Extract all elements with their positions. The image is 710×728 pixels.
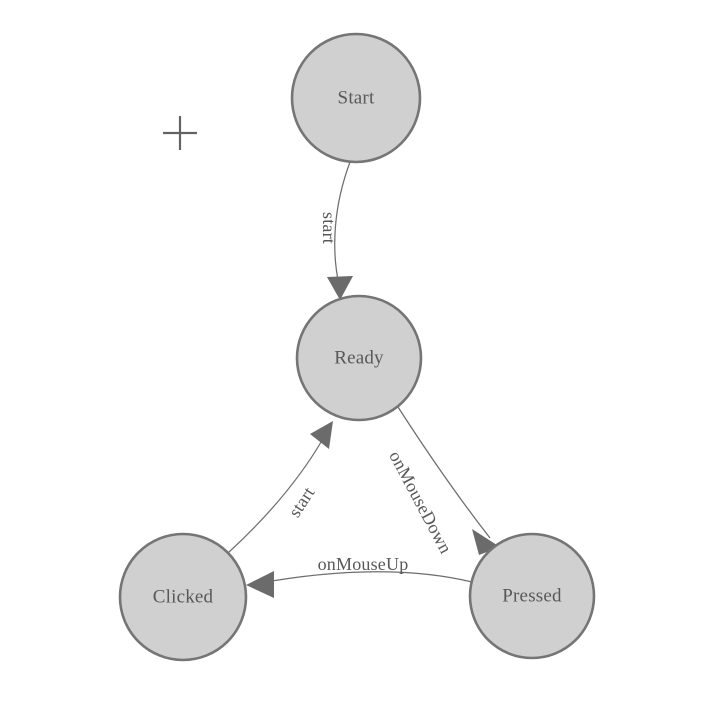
edge-label-ready-to-pressed: onMouseDown	[385, 447, 456, 556]
edge-ready-to-pressed[interactable]: onMouseDown	[385, 406, 500, 557]
node-pressed[interactable]: Pressed	[468, 532, 596, 660]
node-clicked-label: Clicked	[153, 586, 214, 607]
edge-start-to-ready[interactable]: start	[319, 161, 353, 300]
node-start-label: Start	[338, 87, 375, 108]
node-ready[interactable]: Ready	[295, 294, 423, 422]
edge-pressed-to-clicked[interactable]: onMouseUp	[246, 554, 473, 598]
edge-start-to-ready-path	[334, 161, 351, 286]
edge-pressed-to-clicked-path	[254, 571, 473, 585]
edge-clicked-to-ready-path	[227, 436, 325, 554]
node-clicked[interactable]: Clicked	[118, 532, 248, 662]
node-ready-label: Ready	[334, 347, 384, 368]
node-start[interactable]: Start	[290, 32, 422, 164]
edge-start-to-ready-arrowhead	[327, 276, 353, 300]
node-start-circle[interactable]	[290, 32, 422, 164]
edge-pressed-to-clicked-arrowhead	[246, 571, 274, 598]
edge-label-clicked-to-ready: start	[284, 483, 318, 521]
node-clicked-circle[interactable]	[118, 532, 248, 662]
node-ready-circle[interactable]	[295, 294, 423, 422]
edge-clicked-to-ready[interactable]: start	[227, 421, 333, 554]
edge-ready-to-pressed-path	[397, 406, 491, 539]
node-pressed-label: Pressed	[502, 585, 562, 606]
plus-marker-icon	[163, 116, 197, 150]
node-pressed-circle[interactable]	[468, 532, 596, 660]
edge-label-start-to-ready: start	[319, 212, 339, 244]
edge-label-pressed-to-clicked: onMouseUp	[318, 554, 409, 574]
edge-clicked-to-ready-arrowhead	[310, 421, 333, 449]
